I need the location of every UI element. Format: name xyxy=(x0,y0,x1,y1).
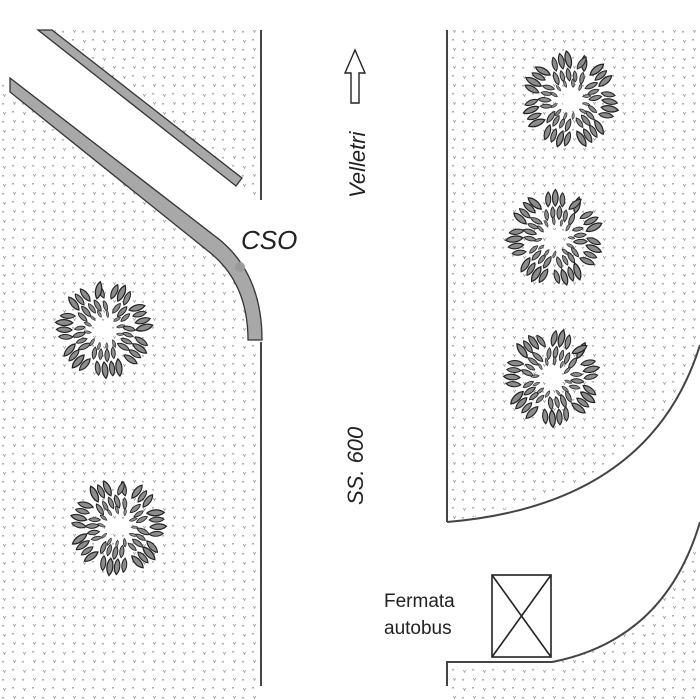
sidewalk-curved xyxy=(9,76,263,341)
road-edges xyxy=(260,30,700,686)
sidewalk-upper xyxy=(36,29,243,187)
cso-point-marker xyxy=(235,262,245,272)
road-label: SS. 600 xyxy=(343,426,368,505)
direction-label: Velletri xyxy=(345,130,370,198)
bus-stop-label-line2: autobus xyxy=(384,618,452,639)
tree-canopy-icon xyxy=(502,328,601,429)
cso-label: CSO xyxy=(241,225,297,255)
bus-stop-label-line1: Fermata xyxy=(384,591,455,612)
bus-stop-box-icon xyxy=(491,574,552,658)
tree-canopy-icon xyxy=(54,280,155,380)
grass-area-right-bottom xyxy=(447,530,700,700)
tree-canopy-icon xyxy=(504,188,604,287)
arrow-up-icon xyxy=(343,48,367,104)
tree-canopy-icon xyxy=(69,479,168,577)
trees xyxy=(54,49,620,577)
tree-canopy-icon xyxy=(521,49,620,149)
